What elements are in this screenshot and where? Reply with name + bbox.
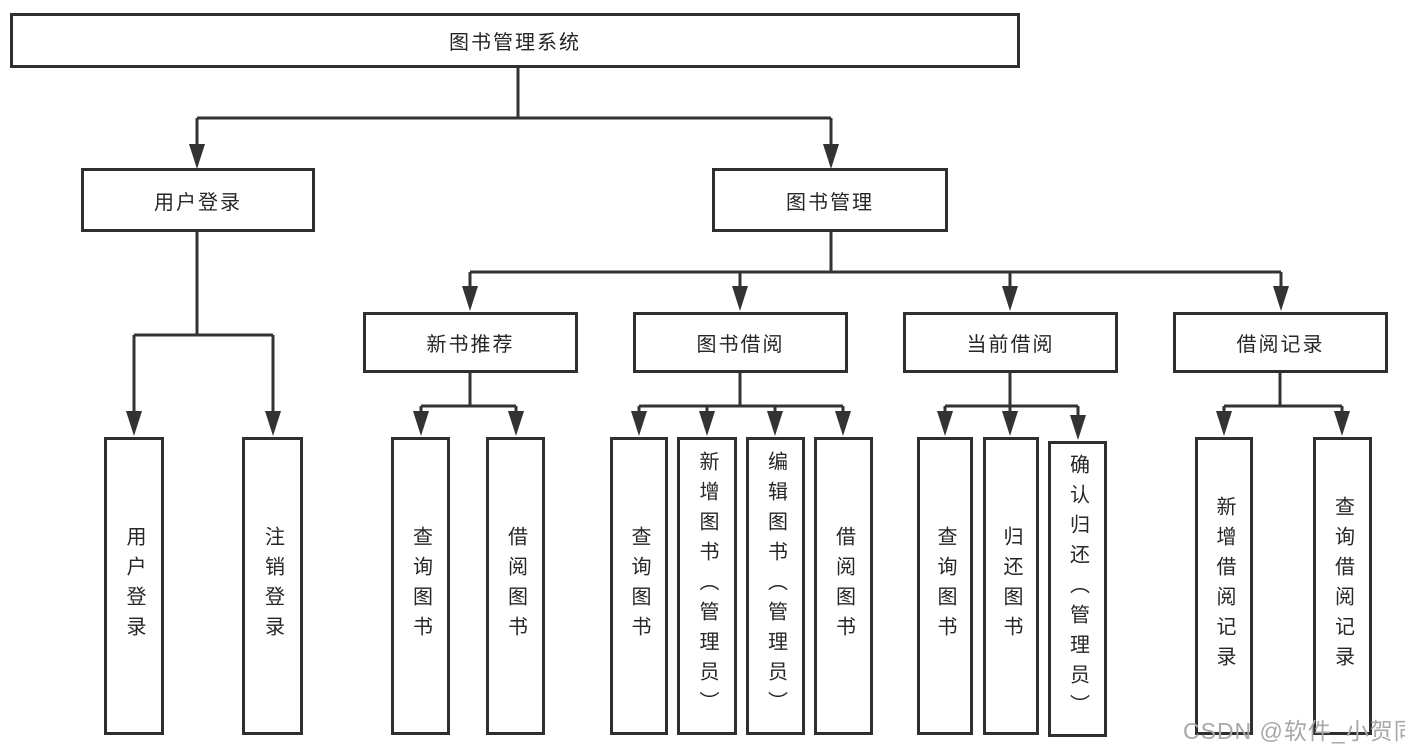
leaf-edit-book-admin: 编辑图书（管理员） — [746, 437, 805, 735]
connector-bookborrow-to-leaves — [631, 373, 851, 436]
node-library-system: 图书管理系统 — [10, 13, 1020, 68]
leaf-user-login: 用户登录 — [104, 437, 164, 735]
node-library-system-label: 图书管理系统 — [449, 32, 581, 54]
leaf-add-book-admin: 新增图书（管理员） — [677, 437, 737, 735]
connector-bookmgmt-to-sections — [462, 232, 1289, 311]
leaf-add-book-admin-label: 新增图书（管理员） — [696, 451, 718, 721]
node-current-borrow-label: 当前借阅 — [966, 334, 1055, 356]
leaf-newbook-borrow-label: 借阅图书 — [504, 526, 527, 646]
leaf-logout-label: 注销登录 — [261, 526, 284, 646]
leaf-borrow-query: 查询图书 — [610, 437, 668, 735]
node-book-borrow: 图书借阅 — [633, 312, 848, 373]
leaf-borrow-book-label: 借阅图书 — [832, 526, 855, 646]
leaf-confirm-return-admin: 确认归还（管理员） — [1048, 441, 1107, 737]
connector-newbook-to-leaves — [413, 373, 524, 436]
leaf-logout: 注销登录 — [242, 437, 303, 735]
leaf-current-query-label: 查询图书 — [934, 526, 956, 646]
leaf-return-book-label: 归还图书 — [1000, 526, 1022, 646]
leaf-add-borrow-record-label: 新增借阅记录 — [1213, 496, 1235, 676]
node-book-management: 图书管理 — [712, 168, 948, 232]
node-book-management-label: 图书管理 — [786, 191, 874, 214]
connector-currentborrow-to-leaves — [937, 373, 1086, 440]
node-new-book-recommend-label: 新书推荐 — [426, 334, 515, 356]
leaf-return-book: 归还图书 — [983, 437, 1039, 735]
leaf-edit-book-admin-label: 编辑图书（管理员） — [764, 451, 787, 721]
leaf-user-login-label: 用户登录 — [123, 526, 145, 646]
node-new-book-recommend: 新书推荐 — [363, 312, 578, 373]
node-user-login-label: 用户登录 — [154, 191, 242, 214]
leaf-newbook-borrow: 借阅图书 — [486, 437, 545, 735]
leaf-newbook-query-label: 查询图书 — [409, 526, 432, 646]
node-borrow-records: 借阅记录 — [1173, 312, 1388, 373]
leaf-confirm-return-admin-label: 确认归还（管理员） — [1066, 454, 1089, 724]
watermark: CSDN @软件_小贺同学 — [1183, 718, 1405, 744]
node-user-login: 用户登录 — [81, 168, 315, 232]
connector-root-to-level2 — [189, 66, 839, 169]
leaf-query-borrow-record: 查询借阅记录 — [1313, 437, 1372, 735]
connector-records-to-leaves — [1216, 373, 1350, 436]
node-borrow-records-label: 借阅记录 — [1236, 334, 1325, 356]
connector-userlogin-to-leaves — [126, 232, 281, 436]
leaf-query-borrow-record-label: 查询借阅记录 — [1331, 496, 1354, 676]
leaf-newbook-query: 查询图书 — [391, 437, 450, 735]
leaf-current-query: 查询图书 — [917, 437, 973, 735]
leaf-add-borrow-record: 新增借阅记录 — [1195, 437, 1253, 735]
node-book-borrow-label: 图书借阅 — [696, 334, 785, 356]
node-current-borrow: 当前借阅 — [903, 312, 1118, 373]
leaf-borrow-book: 借阅图书 — [814, 437, 873, 735]
leaf-borrow-query-label: 查询图书 — [628, 526, 650, 646]
